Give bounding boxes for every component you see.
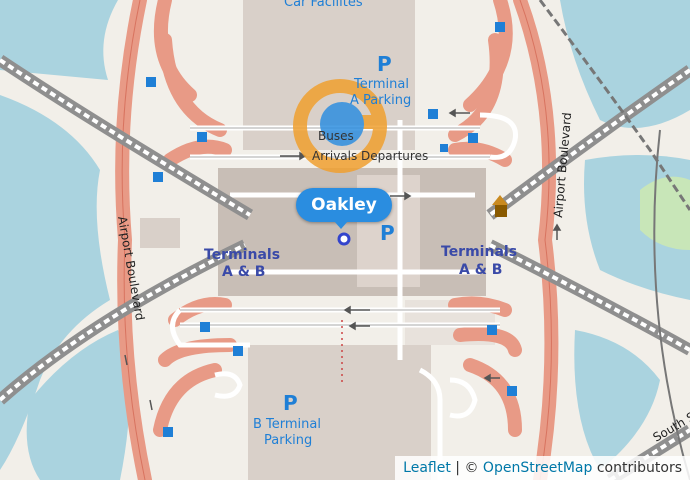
parking-symbol-center: P [380,221,395,245]
terminal-a-parking-line1: Terminal [353,77,409,92]
watermark-logo-icon [293,79,387,173]
map-attribution: Leaflet | © OpenStreetMap contributors [395,456,690,480]
terminals-left-line2: A & B [222,264,265,280]
water-left-top [0,0,118,80]
top-partial-label: Car Facilites [284,0,363,10]
building-icon [495,205,507,217]
attribution-separator: | © [455,460,479,476]
arrivals-departures-label: Arrivals Departures [312,149,428,163]
leaflet-link[interactable]: Leaflet [403,460,451,476]
b-parking-line2: Parking [264,433,312,448]
marker-pointer [334,221,348,229]
b-parking-line1: B Terminal [253,417,321,432]
parking-symbol-a: P [377,52,392,76]
water-left-bottom [26,330,130,480]
bus-stop-icon [146,22,517,437]
terminal-a-parking-line2: A Parking [350,93,411,108]
green-area [640,176,690,250]
parking-symbol-b: P [283,391,298,415]
terminals-right-line1: Terminals [441,244,517,260]
terminals-left-line1: Terminals [204,247,280,263]
buses-label: Buses [318,129,354,143]
terminals-right-line2: A & B [459,262,502,278]
location-dot-icon [337,232,351,246]
location-marker[interactable]: Oakley [296,188,392,222]
water-right-bottom [574,330,660,470]
attribution-contributors: contributors [596,460,682,476]
openstreetmap-link[interactable]: OpenStreetMap [482,460,593,476]
marker-label: Oakley [311,195,377,215]
